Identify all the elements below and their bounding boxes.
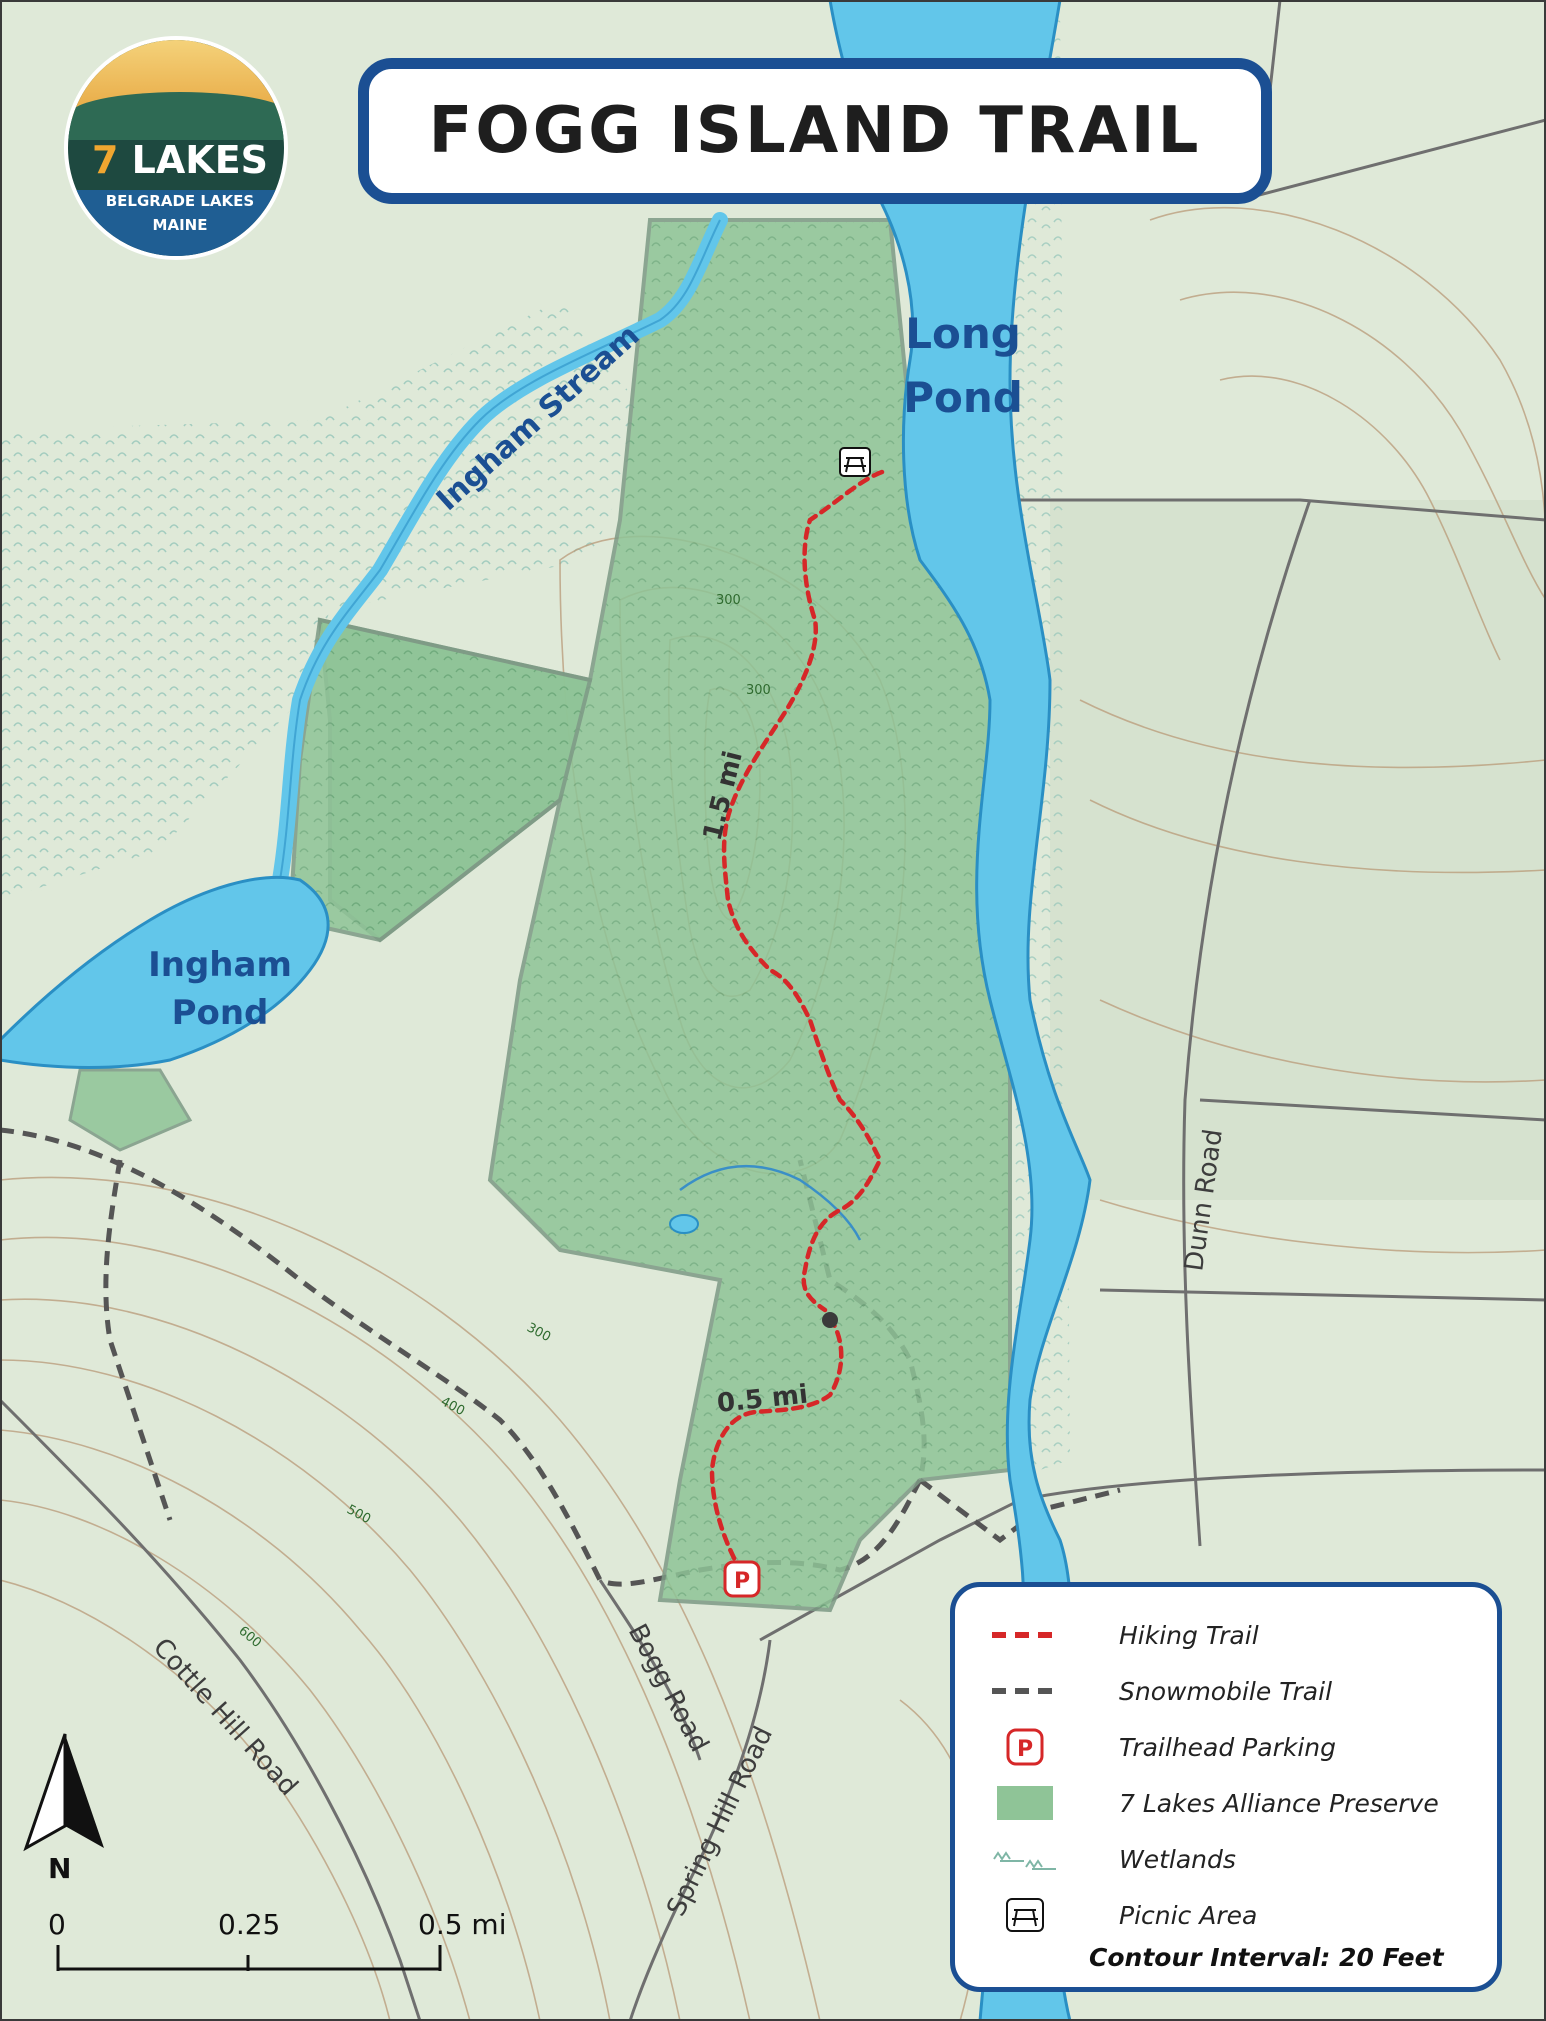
spring-hill-road-line <box>628 1639 772 2021</box>
contour-label: 300 <box>746 683 771 698</box>
land-shade-east <box>1050 500 1546 1200</box>
hiking-trail-swatch <box>985 1615 1065 1655</box>
parking-icon-label: P <box>1017 1737 1033 1762</box>
legend-item-snowmobile-trail: Snowmobile Trail <box>985 1669 1332 1713</box>
logo-line2: MAINE <box>152 216 208 234</box>
legend-label: Hiking Trail <box>1119 1620 1259 1650</box>
small-pond <box>669 1214 699 1234</box>
legend-item-trailhead-parking: P Trailhead Parking <box>985 1725 1336 1769</box>
logo-hills <box>68 92 284 140</box>
ingham-pond-label-line1: Ingham <box>148 945 292 985</box>
legend: Hiking Trail Snowmobile Trail P Trailhea… <box>950 1582 1502 1992</box>
hiking-trail-south <box>709 1315 844 1583</box>
seven-lakes-logo: 7 LAKES BELGRADE LAKES MAINE <box>64 36 288 260</box>
logo-word: LAKES <box>131 138 269 182</box>
wetland-icon <box>985 1839 1065 1879</box>
trailhead-marker-icon <box>822 1312 838 1328</box>
logo-number: 7 <box>91 138 119 182</box>
contour-interval-note: Contour Interval: 20 Feet <box>1089 1943 1444 1972</box>
small-stream <box>679 1164 862 1241</box>
contour-label: 300 <box>716 593 741 608</box>
legend-label: Snowmobile Trail <box>1119 1676 1333 1706</box>
parking-icon-label: P <box>734 1569 750 1594</box>
logo-water <box>68 190 284 256</box>
picnic-table-icon[interactable] <box>839 447 871 477</box>
logo-line1: BELGRADE LAKES <box>105 192 255 210</box>
map-title: FOGG ISLAND TRAIL <box>428 94 1202 168</box>
legend-item-hiking-trail: Hiking Trail <box>985 1613 1259 1657</box>
dunn-road-line <box>1182 499 1312 1547</box>
snowmobile-trail-west <box>103 1159 173 1521</box>
parking-icon[interactable]: P <box>723 1560 761 1598</box>
ingham-stream-edge <box>279 219 721 881</box>
scale-bar <box>56 1945 442 1971</box>
north-arrow-icon <box>23 1733 104 1852</box>
picnic-table-icon <box>985 1895 1065 1935</box>
legend-item-wetlands: Wetlands <box>985 1837 1236 1881</box>
scale-label-quarter: 0.25 <box>218 1908 281 1941</box>
legend-item-picnic-area: Picnic Area <box>985 1893 1257 1937</box>
bogg-road-line <box>598 1579 702 1761</box>
logo-wordmark: 7 LAKES <box>68 138 284 182</box>
legend-item-preserve: 7 Lakes Alliance Preserve <box>985 1781 1439 1825</box>
legend-label: Wetlands <box>1119 1844 1236 1874</box>
scale-label-zero: 0 <box>48 1908 66 1941</box>
cottle-hill-road-line <box>0 1398 422 2021</box>
ingham-pond <box>0 875 330 1069</box>
long-pond-label-line1: Long <box>905 309 1021 358</box>
preserve-area-south <box>68 1068 193 1152</box>
long-pond-label-line2: Pond <box>903 373 1023 422</box>
preserve-swatch <box>985 1783 1065 1823</box>
wetland-northwest <box>0 300 650 900</box>
parking-icon: P <box>985 1727 1065 1767</box>
ingham-pond-label-line2: Pond <box>172 993 269 1033</box>
legend-label: 7 Lakes Alliance Preserve <box>1119 1788 1439 1818</box>
hiking-trail <box>721 469 885 1313</box>
title-banner: FOGG ISLAND TRAIL <box>358 58 1272 204</box>
snowmobile-trail-swatch <box>985 1671 1065 1711</box>
north-label: N <box>48 1852 72 1885</box>
scale-label-half: 0.5 mi <box>418 1908 507 1941</box>
legend-label: Trailhead Parking <box>1119 1732 1336 1762</box>
legend-label: Picnic Area <box>1119 1900 1258 1930</box>
